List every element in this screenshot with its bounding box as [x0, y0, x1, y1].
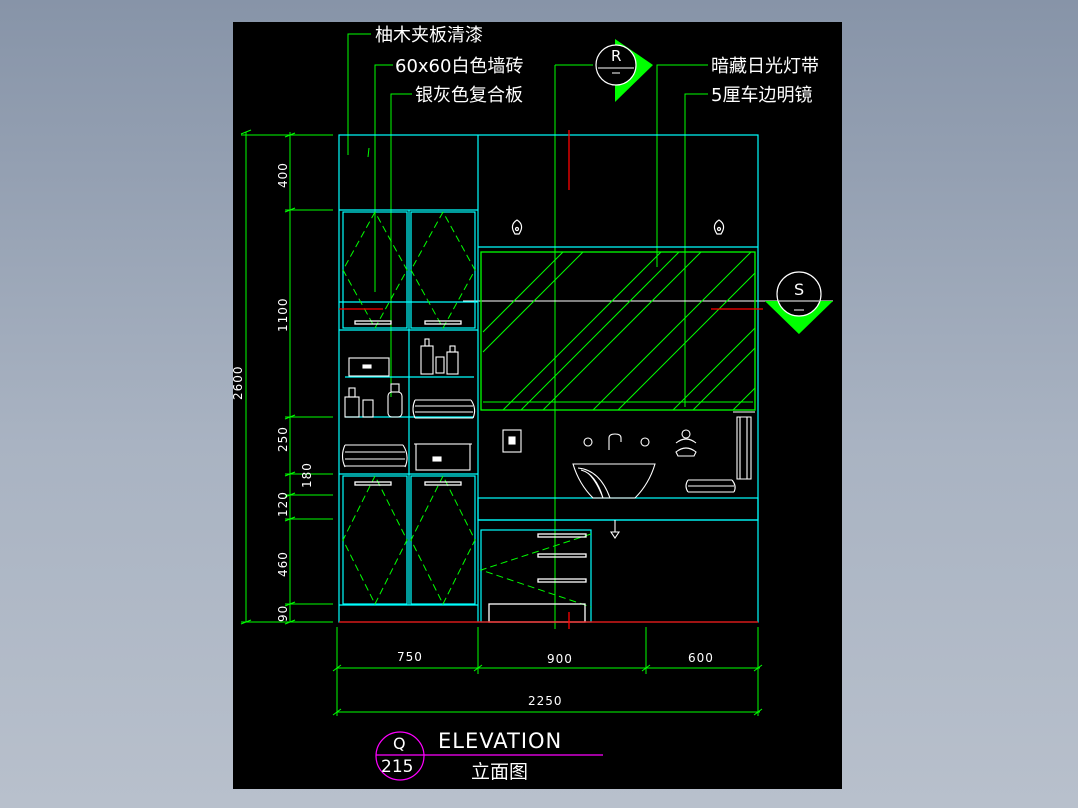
- door-handles: [354, 320, 587, 623]
- annotation-leaders: [347, 33, 708, 629]
- cad-drawing-canvas: 2600 400 1100 250 180 120 460 90 750 900…: [233, 22, 842, 789]
- note-silver-panel: 银灰色复合板: [415, 85, 523, 106]
- counter-outline: [477, 497, 759, 521]
- mirror-panel: [480, 251, 756, 411]
- note-hidden-light: 暗藏日光灯带: [711, 56, 819, 77]
- dim-400: 400: [276, 162, 290, 188]
- dim-600: 600: [688, 651, 714, 665]
- section-mark-s: S: [463, 271, 833, 334]
- dim-total-height: 2600: [233, 365, 245, 400]
- title-tag-top: Q: [393, 734, 406, 753]
- vertical-dimension-lines: [240, 129, 333, 625]
- title-block: Q 215 ELEVATION 立面图: [375, 729, 603, 783]
- dim-460: 460: [276, 551, 290, 577]
- note-teak-plywood: 柚木夹板清漆: [375, 25, 483, 46]
- dim-2250: 2250: [528, 694, 563, 708]
- dim-120: 120: [276, 491, 290, 517]
- note-mirror: 5厘车边明镜: [711, 85, 812, 106]
- title-tag-bottom: 215: [381, 757, 413, 777]
- shelf-items: [341, 338, 476, 471]
- dim-90: 90: [276, 605, 290, 622]
- dim-250: 250: [276, 426, 290, 452]
- dim-180: 180: [300, 462, 314, 488]
- sink-area: [502, 411, 755, 539]
- horizontal-dimension-lines: [332, 627, 763, 716]
- red-marks: [339, 130, 763, 629]
- note-wall-tile: 60x60白色墙砖: [395, 56, 523, 77]
- wall-lights: [511, 219, 725, 235]
- drawing-title: ELEVATION: [438, 729, 562, 753]
- door-swing-lines: [342, 211, 592, 608]
- section-mark-r: R: [595, 39, 653, 102]
- dim-1100: 1100: [276, 297, 290, 332]
- cabinet-outline: [338, 134, 759, 623]
- section-mark-s-label: S: [794, 280, 804, 299]
- dim-900: 900: [547, 652, 573, 666]
- drawing-subtitle: 立面图: [471, 761, 528, 783]
- dim-750: 750: [397, 650, 423, 664]
- section-mark-r-label: R: [611, 47, 621, 65]
